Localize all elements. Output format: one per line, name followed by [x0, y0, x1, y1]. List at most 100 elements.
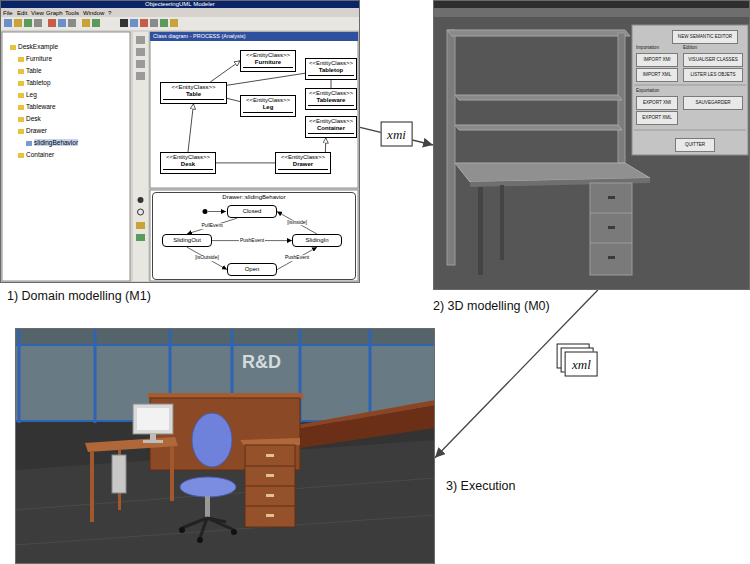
- floor-tile-line: [15, 478, 435, 510]
- viewport-background: [433, 0, 750, 290]
- menu-item: File: [3, 10, 13, 17]
- desk-leg: [170, 446, 174, 501]
- panel-section-title: Edition: [683, 45, 697, 50]
- tree-item: Desk: [26, 115, 41, 122]
- folder-icon: [18, 93, 24, 98]
- palette-icon: [138, 197, 144, 203]
- uml-relation: [325, 138, 326, 152]
- state-box: Open: [227, 263, 277, 276]
- ui-button: LISTER LES OBJETS: [683, 68, 743, 82]
- uml-relation: [216, 162, 275, 163]
- state-name: Closed: [231, 208, 273, 215]
- ui-button: IMPORT XML: [636, 68, 678, 82]
- drawer-line: [590, 243, 632, 244]
- chair-base: [207, 518, 234, 530]
- diagram-header-bar: [150, 32, 358, 41]
- stereotype: <<EntityClass>>: [243, 52, 293, 59]
- chair-wheel: [197, 537, 203, 543]
- window-title: ObjecteeringUML Modeler: [145, 1, 215, 7]
- scene-background: [15, 328, 435, 564]
- palette-icon: [136, 60, 145, 68]
- class-diagram-area: [150, 32, 358, 188]
- menu-item: ?: [108, 10, 111, 17]
- state-transition: [187, 218, 237, 234]
- desk-wing-top: [85, 437, 178, 452]
- chair-back: [192, 413, 232, 467]
- panel-divider: [634, 85, 746, 86]
- stereotype: <<EntityClass>>: [308, 118, 354, 125]
- button-label: EXPORT XMI: [640, 100, 674, 106]
- window-background: [0, 0, 360, 283]
- transition-label: PushEvent: [239, 238, 265, 244]
- toolbar-icon: [48, 19, 56, 27]
- folder-icon: [18, 129, 24, 134]
- stereotype: <<EntityClass>>: [278, 154, 328, 161]
- uml-relation: [331, 80, 332, 88]
- palette-icon: [136, 36, 145, 44]
- stereotype: <<EntityClass>>: [308, 90, 354, 97]
- drawer-cabinet: [245, 445, 295, 527]
- transition-label: [isInside]: [286, 220, 308, 226]
- flow-arrow: [435, 290, 598, 458]
- state-box: SlidingIn: [292, 234, 342, 247]
- monitor-stand: [150, 434, 156, 441]
- drawer-line: [245, 486, 295, 487]
- screenshot-panel: 2) 3D modelling (M0)NEW SEMANTIC EDITORI…: [433, 0, 750, 290]
- shelf-board: [455, 95, 622, 100]
- tool-palette: [133, 32, 148, 281]
- monitor: [133, 404, 173, 434]
- palette-icon: [138, 209, 144, 215]
- button-label: LISTER LES OBJETS: [687, 72, 739, 78]
- desk-leg: [90, 452, 94, 522]
- floor-tile-line: [15, 515, 435, 545]
- window-mullion: [369, 328, 372, 423]
- menu-item: View: [31, 10, 44, 17]
- button-label: NEW SEMANTIC EDITOR: [676, 34, 734, 40]
- window-mullion: [18, 328, 21, 423]
- ui-button: SAUVEGARDER: [683, 96, 743, 110]
- window-transom: [15, 344, 435, 346]
- file-icon-label: xmi: [380, 122, 413, 147]
- title-bar: [0, 0, 360, 8]
- toolbar-icon: [120, 19, 128, 27]
- drawer-knob: [266, 494, 274, 497]
- ui-button: EXPORT XMI: [636, 96, 678, 110]
- watermark: R&D: [242, 352, 281, 373]
- tree-item: slidingBehavior: [34, 139, 78, 146]
- class-name: Furniture: [243, 59, 293, 68]
- drawer-line: [245, 466, 295, 467]
- drawer-line: [245, 506, 295, 507]
- stereotype: <<EntityClass>>: [243, 97, 293, 104]
- uml-relation: [188, 104, 194, 152]
- model-tree-panel: [2, 32, 130, 281]
- chair-seat: [180, 477, 236, 497]
- toolbar-icon: [130, 19, 138, 27]
- panel-divider: [634, 130, 746, 131]
- folder-icon: [18, 81, 24, 86]
- state-transition: [187, 247, 227, 269]
- toolbar-icon: [24, 19, 32, 27]
- uml-relation: [227, 98, 240, 101]
- folder-icon: [18, 57, 24, 62]
- menu-item: Window: [83, 10, 104, 17]
- ui-button: VISUALISER CLASSES: [683, 53, 743, 67]
- panel-section-title: Importation: [636, 45, 659, 50]
- file-icon-label: xml: [565, 351, 598, 376]
- panel-section-title: Exportation: [636, 88, 659, 93]
- folder-icon: [18, 153, 24, 158]
- folder-icon: [18, 69, 24, 74]
- drawer-knob: [266, 514, 274, 517]
- uml-class-box: <<EntityClass>>Tableware: [305, 88, 357, 110]
- state-transition: [277, 212, 317, 234]
- toolbar-icon: [92, 19, 100, 27]
- drawer-knob: [608, 196, 615, 199]
- drawer-knob: [608, 256, 615, 259]
- frame-title: Drawer::slidingBehavior: [153, 193, 355, 201]
- class-name: Table: [163, 91, 224, 100]
- state-name: SlidingOut: [166, 237, 208, 244]
- palette-icon: [136, 222, 145, 229]
- monitor-screen: [137, 408, 169, 430]
- desk-leg: [500, 185, 504, 260]
- toolbar: [0, 17, 360, 30]
